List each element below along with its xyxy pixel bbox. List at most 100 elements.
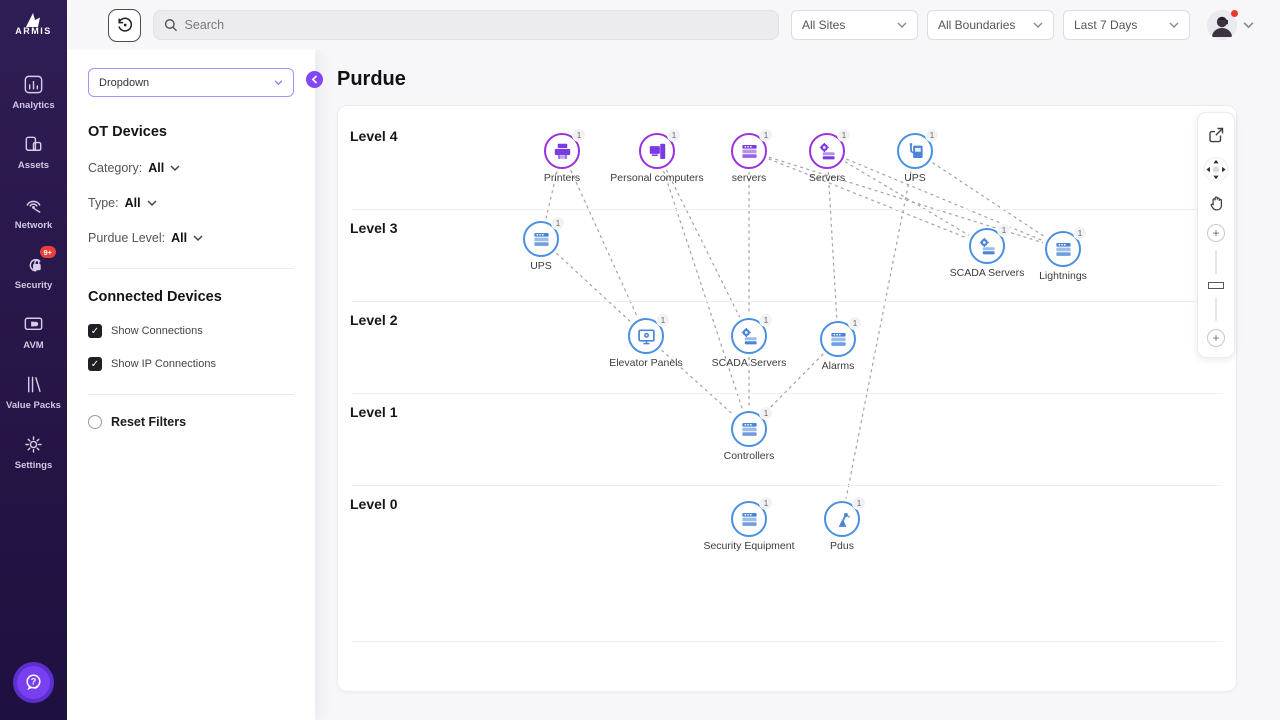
sidebar-item-security[interactable]: 9+Security [0, 246, 67, 291]
filter-dropdown-boundaries[interactable]: All Boundaries [927, 10, 1054, 40]
sidebar-item-label: Analytics [12, 100, 55, 111]
filter-row-2[interactable]: Purdue Level:All [88, 231, 294, 245]
checkbox-row-0[interactable]: ✓Show Connections [88, 324, 294, 338]
network-icon [22, 192, 46, 216]
canvas-toolbar: + + [1197, 112, 1235, 358]
history-button[interactable] [108, 8, 141, 42]
zoom-slider-track[interactable] [1215, 297, 1217, 321]
chevron-down-icon [1243, 22, 1254, 29]
filter-row-0[interactable]: Category:All [88, 161, 294, 175]
zoom-out-button[interactable]: + [1207, 329, 1225, 347]
device-node-elevator_panels[interactable]: 1 [628, 313, 670, 354]
sidebar-item-network[interactable]: Network [0, 192, 67, 231]
device-count-badge: 1 [759, 406, 773, 420]
pan-dpad-button[interactable] [1203, 156, 1229, 182]
device-node-personal_computers[interactable]: 1 [639, 128, 681, 169]
device-node-ups_l3[interactable]: 1 [523, 216, 565, 257]
help-button[interactable]: ? [13, 662, 54, 703]
device-node-controllers[interactable]: 1 [731, 406, 773, 447]
user-menu[interactable] [1207, 10, 1254, 40]
device-node-label: Lightnings [1039, 270, 1087, 282]
filter-row-1[interactable]: Type:All [88, 196, 294, 210]
filter-value: All [148, 161, 165, 175]
reset-icon [88, 415, 102, 429]
device-node-ups_l4[interactable]: 1 [897, 128, 939, 169]
device-count-badge: 1 [759, 313, 773, 327]
monitor-icon [22, 312, 46, 336]
device-node-servers_uc[interactable]: 1 [809, 128, 851, 169]
device-node-label: Alarms [821, 360, 855, 372]
chevron-down-icon [193, 234, 203, 241]
zoom-slider-handle[interactable] [1208, 282, 1224, 289]
device-count-badge: 1 [667, 128, 681, 142]
device-count-badge: 1 [656, 313, 670, 327]
zoom-slider-track[interactable] [1215, 250, 1217, 274]
graph-type-value: Dropdown [99, 76, 150, 89]
level-divider [352, 641, 1222, 642]
device-count-badge: 1 [572, 128, 586, 142]
checkbox-checked[interactable]: ✓ [88, 357, 102, 371]
chevron-left-icon [311, 75, 318, 84]
connected-devices-title: Connected Devices [88, 289, 222, 305]
chevron-down-icon [147, 199, 157, 206]
device-node-scada_l3[interactable]: 1 [969, 223, 1011, 264]
ups-icon [909, 142, 923, 158]
device-node-servers_lc[interactable]: 1 [731, 128, 773, 169]
reset-filters-button[interactable]: Reset Filters [88, 415, 294, 429]
pan-hand-button[interactable] [1203, 190, 1229, 216]
device-node-security_equipment[interactable]: 1 [731, 496, 773, 537]
divider [88, 268, 294, 269]
filter-value: All [171, 231, 188, 245]
avatar [1207, 10, 1238, 40]
chevron-down-icon [1033, 22, 1043, 28]
checkbox-row-1[interactable]: ✓Show IP Connections [88, 357, 294, 371]
robot-arm-icon [838, 512, 850, 527]
level-label: Level 4 [350, 128, 398, 144]
device-node-alarms[interactable]: 1 [820, 316, 862, 357]
device-node-lightnings[interactable]: 1 [1045, 226, 1087, 267]
server-rack-icon [741, 422, 757, 436]
device-node-printers[interactable]: 1 [544, 128, 586, 169]
device-count-badge: 1 [852, 496, 866, 510]
armis-logo: ARMIS [15, 12, 52, 36]
page-title: Purdue [337, 68, 406, 90]
devices-icon [22, 132, 46, 156]
checkbox-checked[interactable]: ✓ [88, 324, 102, 338]
monitor-gear-icon [637, 328, 655, 344]
device-count-badge: 1 [837, 128, 851, 142]
sidebar-item-label: Assets [17, 160, 50, 171]
sidebar-item-label: Settings [14, 460, 53, 471]
device-node-scada_l2[interactable]: 1 [731, 313, 773, 354]
share-button[interactable] [1203, 122, 1229, 148]
device-count-badge: 1 [759, 496, 773, 510]
sidebar-item-value_packs[interactable]: Value Packs [0, 372, 67, 411]
level-divider [352, 485, 1222, 486]
sidebar-item-analytics[interactable]: Analytics [0, 72, 67, 111]
chevron-down-icon [274, 79, 283, 85]
gear-icon [22, 432, 46, 456]
search-input[interactable] [184, 18, 768, 32]
connections-layer [545, 156, 1046, 499]
dropdown-value: All Boundaries [938, 18, 1016, 32]
zoom-in-button[interactable]: + [1207, 224, 1225, 242]
sidebar-item-label: Value Packs [6, 400, 61, 411]
device-node-label: UPS [530, 260, 552, 272]
filter-dropdown-timerange[interactable]: Last 7 Days [1063, 10, 1190, 40]
sidebar-item-settings[interactable]: Settings [0, 432, 67, 471]
server-rack-icon [533, 232, 549, 246]
search-bar[interactable] [153, 10, 779, 40]
filter-dropdown-sites[interactable]: All Sites [791, 10, 918, 40]
notification-dot [1231, 10, 1238, 17]
device-node-pdus[interactable]: 1 [824, 496, 866, 537]
device-count-badge: 1 [551, 216, 565, 230]
sidebar-item-assets[interactable]: Assets [0, 132, 67, 171]
device-count-badge: 1 [997, 223, 1011, 237]
sidebar-item-avm[interactable]: AVM [0, 312, 67, 351]
device-count-badge: 1 [1073, 226, 1087, 240]
graph-type-dropdown[interactable]: Dropdown [88, 68, 294, 97]
collapse-panel-button[interactable] [306, 71, 323, 88]
